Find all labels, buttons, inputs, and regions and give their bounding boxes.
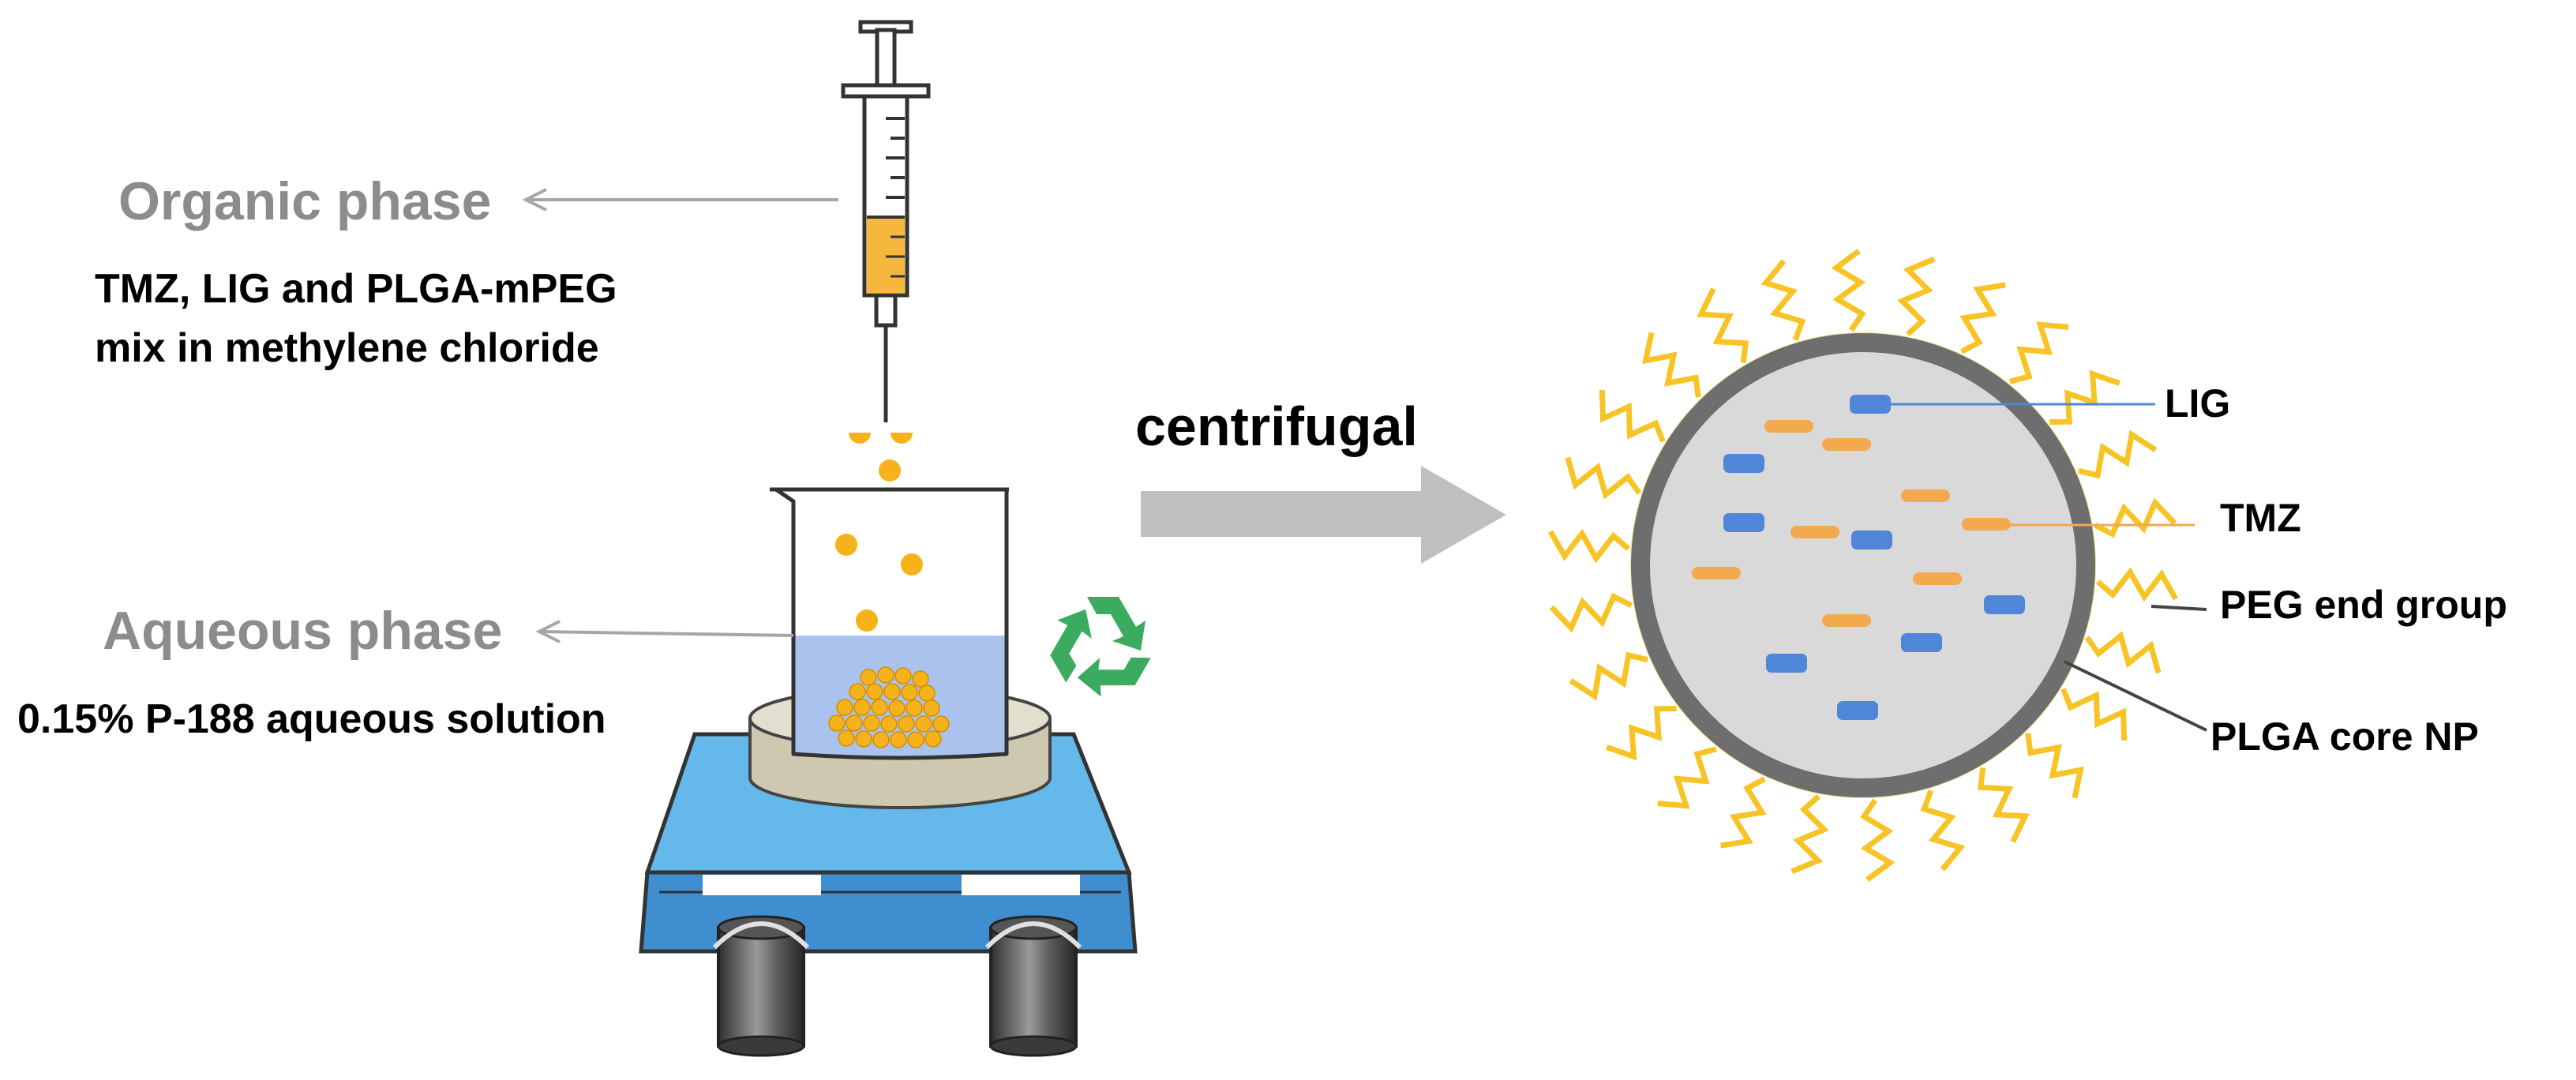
peg-chain: [2084, 631, 2162, 674]
syringe-icon: [841, 20, 931, 422]
plga-core-label: PLGA core NP: [2210, 714, 2479, 759]
lig-molecules: [1723, 395, 2025, 720]
tmz-label: TMZ: [2220, 496, 2301, 540]
peg-chain: [1549, 592, 1633, 633]
peg-chain: [1860, 798, 1895, 883]
peg-chain: [2025, 733, 2084, 799]
peg-chain: [2078, 429, 2158, 479]
peg-chain: [1565, 456, 1642, 500]
peg-chain: [1697, 287, 1749, 363]
process-label: centrifugal: [1135, 396, 1418, 457]
beaker-icon: [770, 487, 1009, 760]
tmz-molecules: [1692, 420, 2011, 627]
organic-description-line1: TMZ, LIG and PLGA-mPEG: [95, 266, 617, 312]
peg-chain: [1978, 767, 2030, 843]
peg-chain: [1606, 706, 1677, 761]
knob-left: [712, 915, 810, 1057]
display-left: [703, 875, 821, 895]
peg-chain: [1897, 256, 1936, 336]
peg-chain: [2094, 497, 2177, 538]
aqueous-description: 0.15% P-188 aqueous solution: [17, 696, 606, 742]
right-arrow-icon: [1141, 466, 1506, 564]
peg-chain: [1657, 746, 1717, 809]
organic-pointer-arrow: [522, 188, 838, 212]
aqueous-phase-label: Aqueous phase: [103, 601, 502, 661]
peg-chain: [1569, 651, 1648, 701]
organic-phase-label: Organic phase: [118, 171, 491, 231]
aqueous-pointer-arrow: [535, 620, 794, 643]
peg-chain: [1599, 389, 1666, 443]
peg-chain: [1547, 528, 1630, 564]
peg-chain: [1790, 794, 1829, 875]
knob-right: [984, 915, 1082, 1057]
particle-cluster: [828, 666, 950, 748]
peg-chain: [2049, 369, 2120, 425]
nanoparticle-icon: [1547, 248, 2207, 883]
peg-chain: [1642, 332, 1701, 398]
peg-chain: [2060, 688, 2128, 741]
peg-chains: [1547, 248, 2179, 883]
peg-end-group-label: PEG end group: [2220, 583, 2507, 627]
peg-chain: [1831, 248, 1866, 332]
lig-label: LIG: [2165, 381, 2230, 426]
peg-chain: [2009, 321, 2069, 384]
peg-chain: [1720, 776, 1767, 849]
peg-chain: [1760, 259, 1806, 341]
falling-droplets: [835, 433, 923, 632]
peg-chain: [1920, 789, 1966, 872]
organic-description-line2: mix in methylene chloride: [95, 325, 599, 371]
recycle-icon: [1050, 597, 1151, 697]
peg-chain: [2096, 567, 2179, 602]
peg-chain: [1959, 282, 2006, 354]
display-right: [962, 875, 1080, 895]
aqueous-liquid: [793, 636, 1007, 758]
organic-liquid: [867, 217, 905, 293]
